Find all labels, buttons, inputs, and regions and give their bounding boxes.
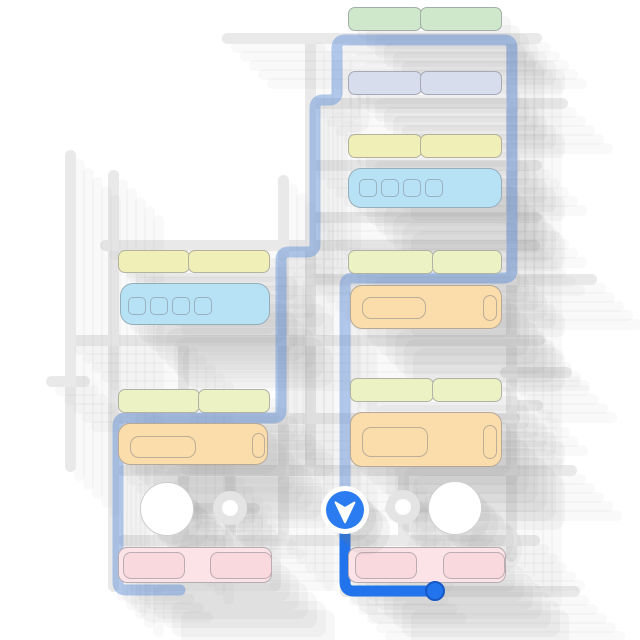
shelf-yellow-right-segment-2 (420, 134, 502, 158)
machine-orange-left-side-pill (252, 433, 265, 458)
junction-ring-right (386, 490, 420, 524)
shelf-lavender-segment-1 (348, 71, 422, 95)
marker-blue-disc (326, 491, 364, 529)
tray-pink-left-slot-1 (123, 552, 185, 579)
shelf-yellow-left-segment-2 (188, 250, 270, 273)
street-h-row3 (308, 159, 542, 171)
machine-orange-left (118, 423, 268, 465)
street-h-row11 (340, 585, 580, 597)
street-v-center (304, 33, 316, 472)
swirl-tail-mask (153, 495, 193, 535)
shelf-green-segment-2 (420, 7, 502, 31)
machine-orange-left-drawer (130, 436, 196, 458)
window-pane (381, 179, 399, 197)
tray-pink-left (118, 547, 272, 583)
street-h-stub-left (46, 375, 90, 387)
street-h-nodes-right (385, 502, 460, 514)
street-h-stub-right1 (500, 366, 572, 378)
street-v-left-outer (64, 150, 76, 472)
machine-orange-right-2 (350, 412, 502, 467)
machine-orange-right-2-drawer (362, 427, 428, 457)
street-v-center-left (277, 175, 289, 546)
street-h-row7 (65, 334, 545, 346)
window-pane (359, 179, 377, 197)
street-h-row9 (118, 464, 577, 476)
shelf-lavender-segment-2 (420, 71, 502, 95)
street-h-row4 (308, 211, 542, 223)
shelf-yellow-right (348, 134, 502, 158)
swirl-tail-mask (441, 494, 481, 534)
window-pane (150, 297, 168, 315)
tray-pink-right-slot-1 (355, 552, 417, 579)
swirl-sphere-right (428, 481, 482, 535)
route-active-shadow (366, 537, 467, 624)
shelf-lavender (348, 71, 502, 95)
destination-dot (425, 581, 445, 601)
street-h-row5 (100, 239, 540, 251)
machine-orange-right-1 (350, 285, 502, 329)
tray-pink-right (348, 547, 506, 583)
cabinet-windows-left (120, 283, 270, 325)
machine-orange-right-1-drawer (362, 297, 426, 319)
cabinet-windows-right (348, 168, 502, 208)
machine-orange-right-1-side-pill (483, 295, 497, 321)
shelf-lime-right-2-segment-2 (432, 378, 502, 402)
street-h-row6 (308, 273, 597, 285)
navigation-arrow-icon (334, 501, 356, 524)
location-marker[interactable] (321, 486, 369, 534)
street-h-row10 (118, 534, 540, 546)
shelf-yellow-right-segment-1 (348, 134, 422, 158)
tray-pink-right-slot-2 (443, 552, 505, 579)
street-h-row2 (308, 97, 568, 109)
window-pane (425, 179, 443, 197)
street-v-left-route (107, 170, 119, 592)
route-traveled-path (112, 34, 518, 596)
shelf-lime-left-segment-2 (198, 389, 270, 413)
shelf-yellow-left (118, 250, 270, 273)
street-h-row1 (222, 32, 542, 44)
tray-pink-left-slot-2 (210, 552, 272, 579)
route-active-path (339, 510, 440, 597)
shelf-lime-right-1-segment-1 (348, 250, 434, 274)
machine-orange-right-2-side-pill (483, 425, 497, 459)
shelf-lime-right-2 (350, 378, 502, 402)
window-pane (403, 179, 421, 197)
route-active-shadow (357, 528, 458, 615)
window-pane (128, 297, 146, 315)
navigation-arrow-shape (334, 501, 356, 524)
swirl-sphere-left (140, 482, 194, 536)
junction-ring-left (213, 491, 247, 525)
street-v-right (505, 33, 517, 562)
street-h-row8 (113, 412, 520, 424)
shelf-lime-right-1 (348, 250, 502, 274)
shelf-green-segment-1 (348, 7, 422, 31)
window-pane (194, 297, 212, 315)
shelf-lime-left (118, 389, 270, 413)
shelf-lime-right-1-segment-2 (432, 250, 502, 274)
window-pane (172, 297, 190, 315)
shelf-green (348, 7, 502, 31)
shelf-lime-right-2-segment-1 (350, 378, 434, 402)
street-h-stub-right2 (508, 399, 543, 411)
